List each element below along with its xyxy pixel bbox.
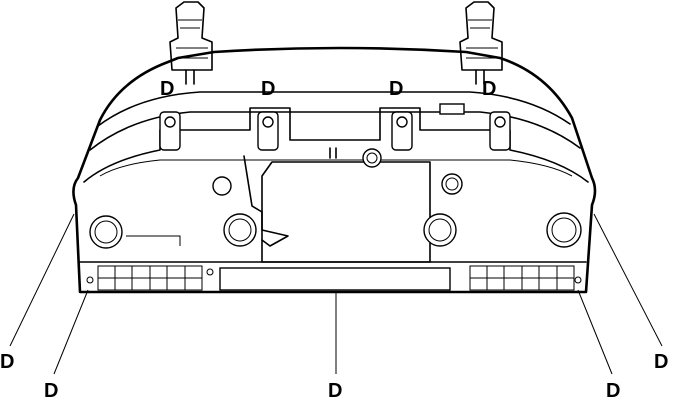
center-latch [243,155,289,247]
inner-contour [99,159,573,177]
mount-clip-right [459,1,503,85]
vent-grille-right [469,265,575,291]
callout-bottom-left-outer: D [0,351,14,373]
central-panel [261,161,431,263]
callout-bottom-center: D [328,380,342,402]
callout-bottom-left-inner: D [44,380,58,402]
mount-clip-left [169,1,213,85]
round-bosses [89,173,582,249]
callout-top-2: D [261,78,275,100]
housing-outline [72,46,597,294]
mounting-posts [159,103,511,151]
callout-bottom-right-inner: D [606,380,620,402]
callout-top-4: D [482,78,496,100]
bottom-rail [79,261,587,293]
callout-bottom-right-outer: D [654,351,668,373]
bottom-center-slot [219,267,451,291]
leader-lines [9,213,663,375]
upper-rib-3 [83,107,589,183]
center-top-boss [362,148,382,168]
upper-rib-2 [89,111,581,151]
callout-top-1: D [160,78,174,100]
vent-grille-left [97,265,203,291]
upper-rib-1 [97,91,571,127]
bracket-line [126,235,181,246]
callout-top-3: D [389,78,403,100]
